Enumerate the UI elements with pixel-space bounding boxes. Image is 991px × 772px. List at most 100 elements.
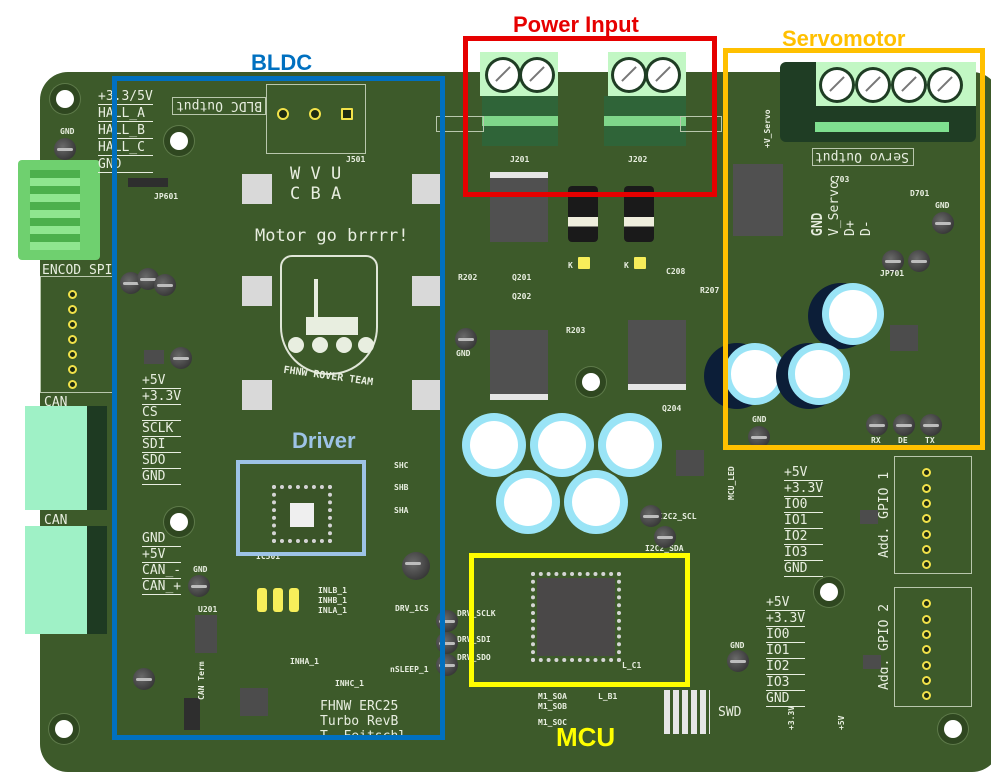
mosfet-q501	[412, 174, 442, 204]
can-connector-2	[25, 526, 87, 634]
rover-wheel-icon	[288, 337, 304, 353]
r207-label: R207	[700, 286, 720, 295]
rover-wheel-icon	[336, 337, 352, 353]
motto-text: Motor go brrrr!	[255, 226, 409, 246]
screw-terminal	[822, 70, 852, 100]
can-labels: GND +5V CAN_- CAN_+	[142, 532, 182, 595]
rover-wheel-icon	[312, 337, 328, 353]
rover-wheel-icon	[358, 337, 374, 353]
j201-label: J201	[510, 155, 530, 164]
pin-pad	[68, 320, 77, 329]
can-term-switch	[184, 698, 200, 730]
driver-thermal-pad	[290, 503, 314, 527]
gnd-label: GND	[752, 415, 767, 424]
can-connector-2-body	[87, 526, 107, 634]
spi-labels: +5V +3.3V CS SCLK SDI SDO GND	[142, 374, 182, 485]
pin-pad	[68, 305, 77, 314]
mosfet-q203	[733, 164, 783, 236]
gpio1-label-5v: +5V	[784, 466, 824, 481]
bldc-region	[112, 76, 445, 740]
rover-team-logo	[280, 255, 378, 375]
spi-label-3v3: +3.3V	[142, 389, 182, 405]
jumper-jp302	[273, 588, 283, 612]
gpio2-title: Add. GPIO 2	[877, 603, 892, 690]
power-connector-j201-body	[482, 96, 558, 146]
power-input-region	[463, 36, 717, 197]
spi-label-sclk: SCLK	[142, 422, 182, 437]
gpio1-title: Add. GPIO 1	[877, 471, 892, 558]
i2c-scl-label: I2C2_SCL	[658, 512, 697, 521]
m1-soa-label: M1_SOA	[538, 692, 567, 701]
j501-pad-v	[309, 108, 321, 120]
hall-label-b: HALL_B	[98, 124, 153, 139]
gpio1-label-io0: IO0	[784, 498, 824, 513]
gnd-test-point	[54, 138, 76, 160]
phase-labels-bottom: C B A	[290, 184, 342, 204]
gpio2-label-io3: IO3	[766, 676, 806, 691]
gpio1-label-io2: IO2	[784, 530, 824, 545]
d701-label: D701	[910, 189, 930, 198]
test-point	[120, 272, 142, 294]
chip-u302	[676, 450, 704, 476]
mosfet-q201	[490, 172, 548, 242]
inha-label: INHA_1	[290, 657, 319, 666]
test-point-d-plus	[908, 250, 930, 272]
encod-header-outline	[40, 276, 116, 393]
jumper-jp601	[128, 178, 168, 187]
ic501-label: IC501	[256, 552, 281, 561]
servomotor-region-label: Servomotor	[782, 26, 906, 51]
mounting-hole	[582, 373, 600, 391]
shb-label: SHB	[394, 483, 409, 492]
inlb-label: INLB_1	[318, 586, 347, 595]
mounting-hole	[170, 132, 188, 150]
gnd-test-point	[188, 575, 210, 597]
pin-pad	[922, 661, 931, 670]
bldc-input-label-box	[436, 116, 484, 132]
servo-output-label-box	[812, 148, 914, 166]
encod-spi-label: ENCOD SPI	[42, 263, 113, 278]
board-title-line-1: FHNW ERC25	[320, 699, 399, 714]
q201-label: Q201	[512, 273, 532, 282]
gnd-test-point	[170, 347, 192, 369]
gpio2-header-outline	[894, 587, 972, 707]
can-connector-1-body	[87, 406, 107, 510]
gpio1-labels: +5V +3.3V IO0 IO1 IO2 IO3 GND	[784, 466, 824, 577]
chip-d401	[863, 655, 881, 669]
spi-label-5v: +5V	[142, 374, 182, 389]
gpio2-label-io2: IO2	[766, 660, 806, 675]
power-connector-j202-body	[604, 96, 686, 146]
c208-label: C208	[666, 267, 686, 276]
gnd-label: GND	[60, 127, 75, 136]
pin-pad	[922, 599, 931, 608]
screw-terminal	[522, 60, 552, 90]
gpio2-labels: +5V +3.3V IO0 IO1 IO2 IO3 GND	[766, 596, 806, 707]
inhc-label: INHC_1	[335, 679, 364, 688]
l-b1-label: L_B1	[598, 692, 618, 701]
screw-terminal	[488, 60, 518, 90]
test-point	[133, 668, 155, 690]
pin-pad	[922, 545, 931, 554]
mcu-region	[469, 553, 690, 687]
electrolytic-capacitor	[530, 413, 594, 477]
electrolytic-capacitor	[496, 470, 560, 534]
test-point-i2c-sda	[654, 526, 676, 548]
pin-pad	[922, 484, 931, 493]
transceiver-u401	[240, 688, 268, 716]
u201-label: U201	[198, 605, 218, 614]
swd-label: SWD	[718, 705, 742, 720]
gnd-label: GND	[193, 565, 208, 574]
jp701-label: JP701	[880, 269, 905, 278]
sha-label: SHA	[394, 506, 409, 515]
mcu-chip	[531, 572, 621, 662]
hall-label-c: HALL_C	[98, 141, 153, 156]
pin-pad	[922, 691, 931, 700]
tx-label: TX	[925, 436, 935, 445]
gpio1-label-io1: IO1	[784, 514, 824, 529]
mcu-region-label: MCU	[556, 722, 616, 752]
mounting-hole	[170, 513, 188, 531]
j501-pad-u	[341, 108, 353, 120]
jumper-jp301	[257, 588, 267, 612]
rover-body-icon	[306, 317, 358, 335]
test-point-i2c-scl	[640, 505, 662, 527]
jp601-label: JP601	[154, 192, 179, 201]
